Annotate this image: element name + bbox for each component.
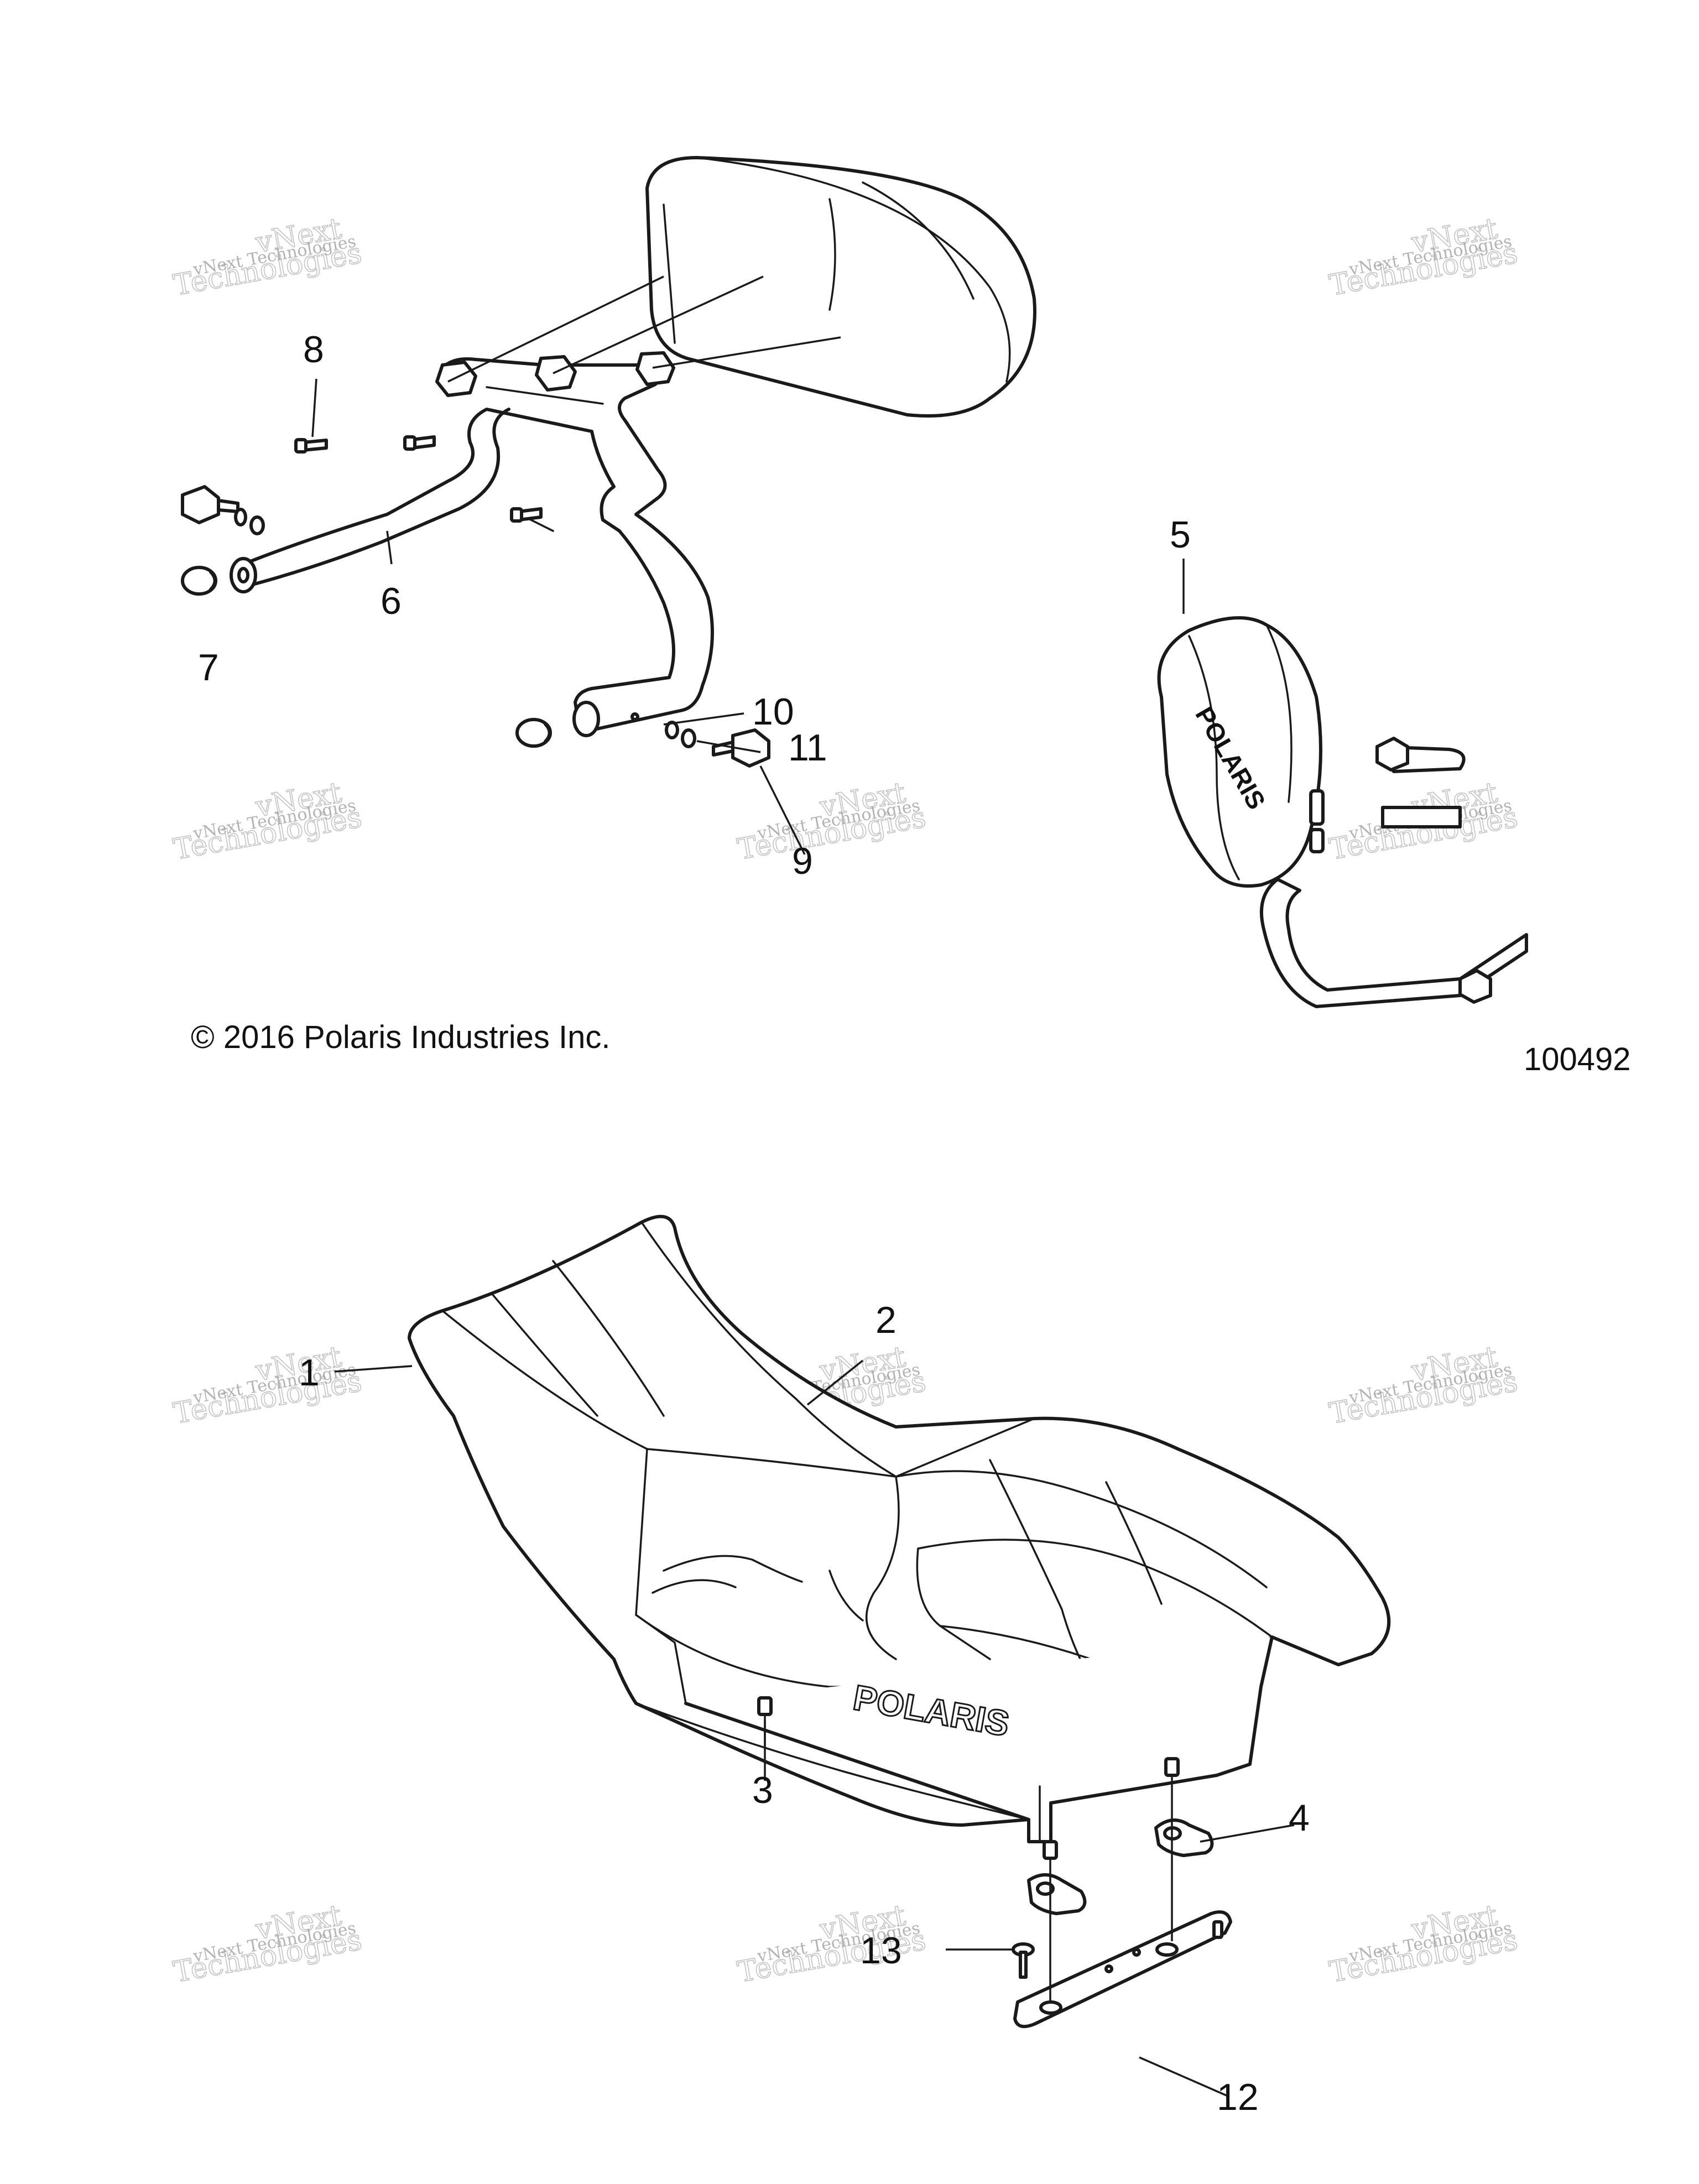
mounting-bracket <box>1013 1910 1232 2029</box>
callout-3: 3 <box>752 1769 773 1811</box>
watermark: Technologies vNext vNext Technologies <box>1326 1899 1520 1990</box>
assembly-line <box>447 275 664 383</box>
callout-1: 1 <box>299 1352 320 1394</box>
washer <box>234 508 247 527</box>
screw <box>1012 1942 1035 1979</box>
end-cap <box>515 718 552 748</box>
leader-line <box>311 378 317 437</box>
assembly-line <box>553 275 764 374</box>
assembly-line <box>652 336 841 369</box>
seat-assembly: POLARIS <box>299 1215 1391 2118</box>
bushing-block <box>435 361 477 397</box>
backrest-pad <box>645 156 1036 418</box>
copyright-text: © 2016 Polaris Industries Inc. <box>191 1019 610 1055</box>
watermark: Technologies vNext vNext Technologies <box>170 1899 364 1990</box>
callout-4: 4 <box>1289 1797 1310 1839</box>
leader-line <box>696 740 761 753</box>
leader-line <box>1139 2056 1228 2097</box>
callout-7: 7 <box>198 647 219 689</box>
watermark: Technologies vNext vNext Technologies <box>1326 1340 1520 1431</box>
callout-11: 11 <box>788 727 827 769</box>
latch-clip <box>1027 1873 1087 1915</box>
watermark: Technologies vNext vNext Technologies <box>734 776 929 867</box>
callout-8: 8 <box>303 329 324 371</box>
knob-nut <box>181 485 239 524</box>
watermark: Technologies vNext vNext Technologies <box>170 776 364 867</box>
callout-5: 5 <box>1170 514 1191 556</box>
leader-line <box>759 765 806 855</box>
callout-6: 6 <box>381 580 402 622</box>
bushing-block <box>635 351 675 386</box>
bar-end-right <box>572 701 600 737</box>
bushing-block <box>535 355 577 392</box>
callout-10: 10 <box>752 691 794 733</box>
end-cap <box>181 566 217 596</box>
lock-washer <box>249 515 265 535</box>
latch-clip <box>1154 1818 1214 1857</box>
seat: POLARIS <box>408 1215 1391 1843</box>
backrest-assembly: 8 6 7 10 11 9 <box>181 156 1036 882</box>
callout-9: 9 <box>792 840 813 882</box>
leader-line <box>334 1365 413 1373</box>
leader-line <box>1200 1824 1295 1843</box>
bolt <box>510 507 543 523</box>
watermark: Technologies vNext vNext Technologies <box>170 212 364 303</box>
knob-nut <box>1458 969 1492 1004</box>
callout-13: 13 <box>860 1930 902 1972</box>
backrest-assembled: POLARIS 5 <box>1157 514 1528 1008</box>
lock-washer <box>681 728 696 748</box>
backrest-bar <box>230 357 714 737</box>
watermark: Technologies vNext vNext Technologies <box>170 1340 364 1431</box>
seat-stud <box>1043 1840 1058 1860</box>
callout-12: 12 <box>1217 2076 1259 2118</box>
bolt <box>294 438 328 454</box>
bolt <box>403 435 436 451</box>
seat-stud <box>757 1696 773 1716</box>
seat-stud <box>1164 1757 1180 1777</box>
callout-2: 2 <box>875 1299 897 1341</box>
leader-line <box>386 530 393 565</box>
knob-nut <box>712 728 770 768</box>
leader-line <box>806 1359 864 1406</box>
washer <box>665 721 679 739</box>
watermark: Technologies vNext vNext Technologies <box>1326 212 1520 303</box>
knob-nut <box>1375 737 1409 772</box>
diagram-number: 100492 <box>1524 1041 1631 1077</box>
leader-line <box>663 712 744 726</box>
